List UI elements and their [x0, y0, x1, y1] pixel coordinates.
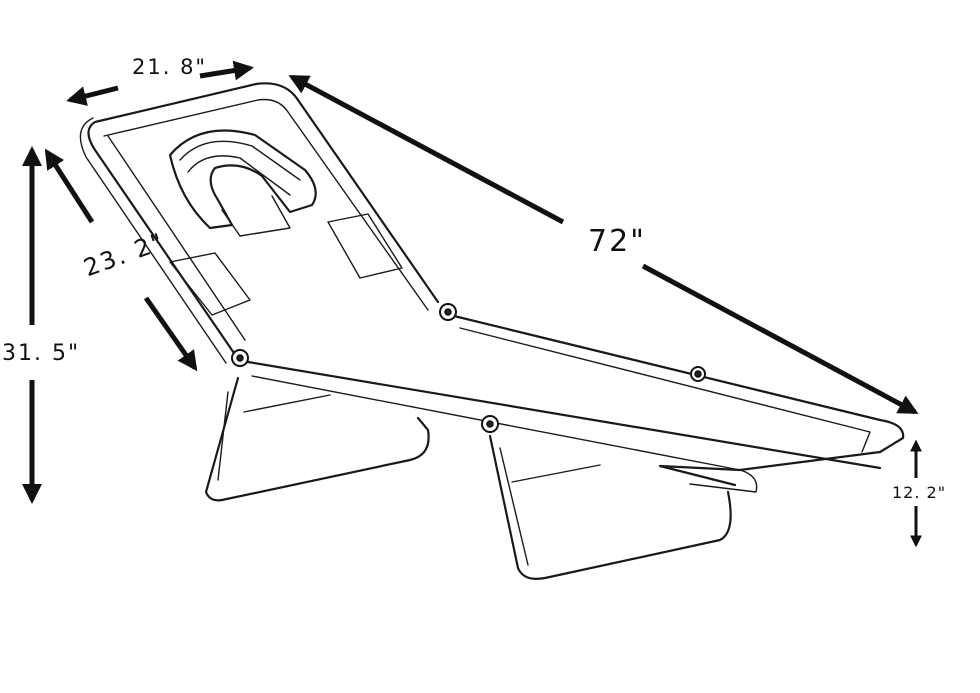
joint-back-right-pin [444, 308, 452, 316]
head-cushion-inner [179, 140, 301, 196]
width-arrow-left [66, 85, 119, 106]
dimension-arrows [22, 60, 922, 548]
backrest-frame-inner [79, 117, 227, 364]
length-arrow-top [288, 74, 565, 225]
length-label: 72" [588, 224, 646, 259]
width-label: 21. 8" [132, 55, 208, 79]
rear-leg [488, 434, 732, 580]
joint-back-left-pin [236, 354, 244, 362]
chair-frame [79, 82, 905, 580]
front-leg [204, 376, 430, 502]
width-arrow-right [199, 60, 254, 81]
face-opening [221, 195, 291, 237]
joint-mid-left-pin [486, 420, 494, 428]
arm-hole-right [327, 213, 403, 279]
front-leg-inner [217, 391, 331, 481]
joint-mid-right-pin [694, 370, 702, 378]
rear-leg-inner [499, 447, 601, 566]
height-label: 31. 5" [2, 341, 81, 366]
back-arrow-top [44, 148, 95, 224]
seat-rail-right [452, 314, 905, 454]
foot-end [658, 450, 882, 487]
seat-height-label: 12. 2" [892, 483, 947, 502]
backrest-top-inner [103, 98, 429, 311]
backrest-frame-outer [87, 82, 440, 358]
length-arrow-bottom [641, 263, 919, 415]
backrest-fabric-left [107, 135, 246, 341]
back-arrow-bottom [143, 296, 198, 372]
seat-rail-right-inner [459, 327, 871, 453]
seat-rail-left [246, 360, 882, 470]
arm-hole-left [169, 252, 251, 316]
head-cushion [168, 129, 317, 230]
